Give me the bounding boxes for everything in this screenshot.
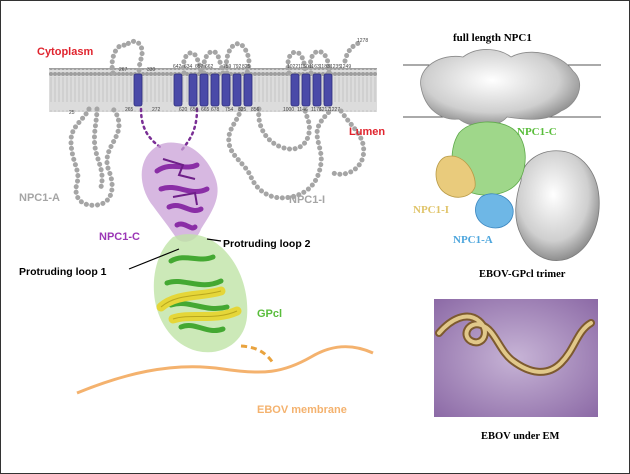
svg-text:825: 825: [242, 64, 251, 70]
svg-text:1150: 1150: [298, 64, 309, 70]
svg-text:662: 662: [205, 64, 214, 70]
cytoplasm-label: Cytoplasm: [37, 46, 93, 58]
npc1-density-map: [420, 49, 580, 127]
npc1-a-density: [475, 193, 514, 229]
svg-text:642: 642: [173, 64, 182, 70]
svg-text:754: 754: [225, 107, 234, 113]
gpcl-tether: [240, 344, 275, 364]
svg-text:620: 620: [179, 107, 188, 113]
svg-text:678: 678: [211, 107, 220, 113]
svg-text:1278: 1278: [357, 38, 368, 44]
ebov-membrane-label: EBOV membrane: [257, 404, 347, 416]
transmembrane-helices: [133, 73, 333, 107]
map-npc1-i-label: NPC1-I: [413, 204, 449, 216]
svg-text:25: 25: [69, 110, 75, 116]
cytoplasmic-loops: [109, 39, 362, 76]
svg-text:657: 657: [195, 64, 204, 70]
svg-text:1227: 1227: [329, 107, 340, 113]
svg-text:1176: 1176: [311, 107, 322, 113]
npc1-c-label: NPC1-C: [99, 231, 140, 243]
npc1-i-label: NPC1-I: [289, 194, 325, 206]
svg-text:825: 825: [238, 107, 247, 113]
trimer-density-gray: [515, 150, 600, 261]
svg-text:792: 792: [233, 64, 242, 70]
svg-text:330: 330: [147, 67, 156, 73]
loop2-pointer: [206, 238, 222, 242]
map-npc1-a-label: NPC1-A: [453, 234, 493, 246]
npc1-c-structure: [141, 142, 218, 242]
svg-text:1183: 1183: [319, 64, 330, 70]
em-caption: EBOV under EM: [481, 431, 559, 442]
loop1-label: Protruding loop 1: [19, 266, 107, 278]
svg-text:272: 272: [152, 107, 161, 113]
npc1-a-label: NPC1-A: [19, 192, 60, 204]
svg-text:665: 665: [201, 107, 210, 113]
svg-text:1249: 1249: [340, 64, 351, 70]
svg-text:1022: 1022: [287, 64, 298, 70]
full-length-title: full length NPC1: [453, 32, 532, 44]
residue-numbers: 1278 25 265 272 330 267 642 634 620 656 …: [69, 38, 368, 116]
svg-text:1146: 1146: [297, 107, 308, 113]
npc1-i-density: [435, 155, 476, 198]
svg-text:1217: 1217: [319, 107, 330, 113]
svg-text:856: 856: [251, 107, 260, 113]
svg-text:634: 634: [184, 64, 193, 70]
gpcl-structure: [153, 234, 248, 353]
loop1-pointer: [128, 248, 180, 270]
svg-text:1235: 1235: [330, 64, 341, 70]
map-npc1-c-label: NPC1-C: [517, 126, 557, 138]
svg-text:1000: 1000: [283, 107, 294, 113]
lumen-label: Lumen: [349, 126, 385, 138]
em-micrograph: [434, 299, 598, 417]
loop2-label: Protruding loop 2: [223, 238, 311, 250]
svg-text:267: 267: [119, 67, 128, 73]
trimer-caption: EBOV-GPcl trimer: [479, 269, 566, 280]
svg-text:265: 265: [125, 107, 134, 113]
lumenal-loops: [68, 106, 367, 208]
svg-text:1163: 1163: [309, 64, 320, 70]
ebov-membrane-curve: [76, 345, 374, 395]
svg-text:759: 759: [223, 64, 232, 70]
svg-text:656: 656: [190, 107, 199, 113]
gpcl-label: GPcl: [257, 308, 282, 320]
